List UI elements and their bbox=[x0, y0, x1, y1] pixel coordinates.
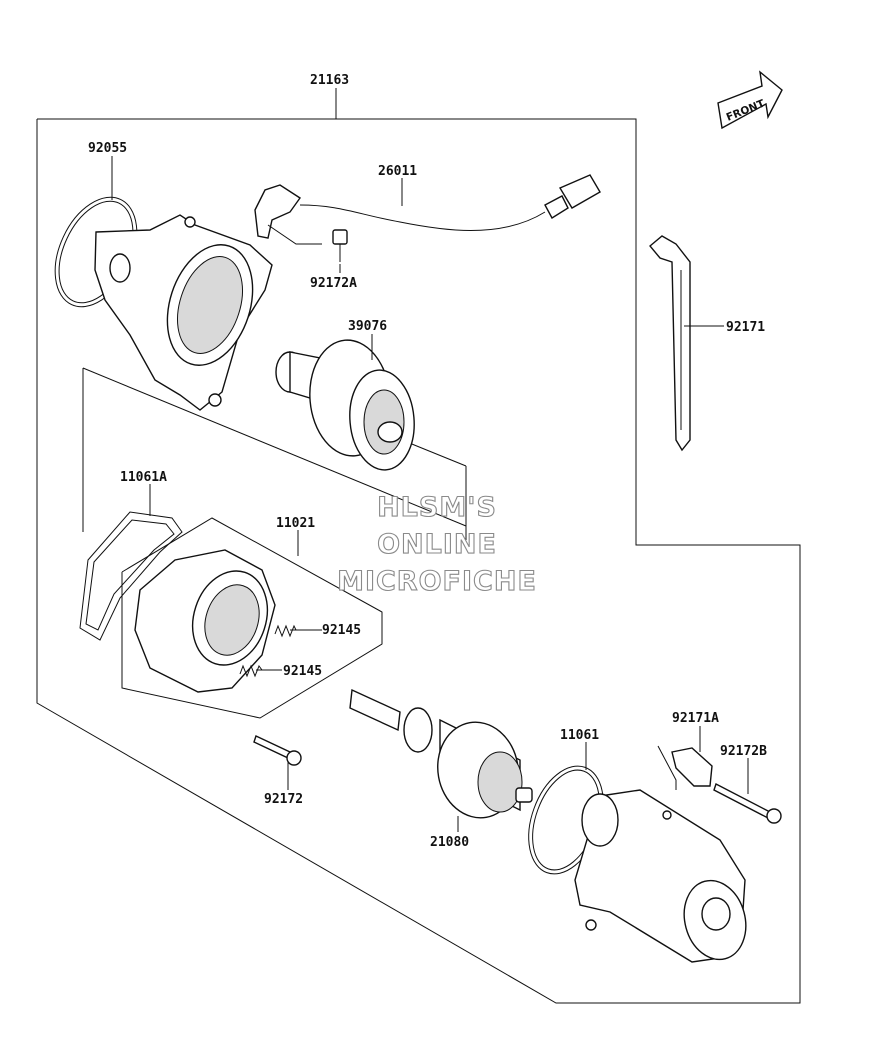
gasket-rear-part bbox=[79, 511, 183, 641]
label-92172: 92172 bbox=[264, 792, 303, 807]
label-21080: 21080 bbox=[430, 835, 469, 850]
subgroup-outline-top bbox=[82, 367, 467, 527]
watermark-line2: ONLINE bbox=[377, 529, 497, 560]
armature-part bbox=[349, 688, 533, 819]
band-92171-part bbox=[649, 235, 691, 452]
yoke-part bbox=[574, 789, 747, 963]
lead-wire-part bbox=[254, 174, 601, 245]
label-92172b: 92172B bbox=[720, 744, 767, 759]
starter-clutch-part bbox=[275, 339, 415, 471]
watermark-line3: MICROFICHE bbox=[337, 566, 537, 597]
front-arrow-icon: FRONT bbox=[717, 70, 783, 130]
clutch-leader-box bbox=[401, 439, 467, 467]
label-39076: 39076 bbox=[348, 319, 387, 334]
label-11061a: 11061A bbox=[120, 470, 167, 485]
brush-holder-box bbox=[121, 517, 383, 719]
brush-holder-part bbox=[134, 549, 276, 693]
bolt-92172a-part bbox=[332, 229, 348, 262]
spring-2-part bbox=[239, 664, 263, 678]
clamp-part bbox=[657, 745, 713, 790]
label-11061: 11061 bbox=[560, 728, 599, 743]
label-92145-2: 92145 bbox=[283, 664, 322, 679]
bolt-92172b-part bbox=[713, 783, 782, 824]
label-92171: 92171 bbox=[726, 320, 765, 335]
spring-1-part bbox=[274, 624, 297, 638]
watermark: HLSM'S ONLINE MICROFICHE bbox=[337, 491, 537, 597]
label-92172a: 92172A bbox=[310, 276, 357, 291]
bolt-92172-part bbox=[253, 735, 302, 766]
watermark-line1: HLSM'S bbox=[377, 492, 497, 523]
label-21163: 21163 bbox=[310, 73, 349, 88]
label-92171a: 92171A bbox=[672, 711, 719, 726]
label-11021: 11021 bbox=[276, 516, 315, 531]
label-92145-1: 92145 bbox=[322, 623, 361, 638]
label-92055: 92055 bbox=[88, 141, 127, 156]
label-26011: 26011 bbox=[378, 164, 417, 179]
assembly-outline bbox=[36, 118, 801, 1004]
front-cover-part bbox=[54, 196, 273, 411]
